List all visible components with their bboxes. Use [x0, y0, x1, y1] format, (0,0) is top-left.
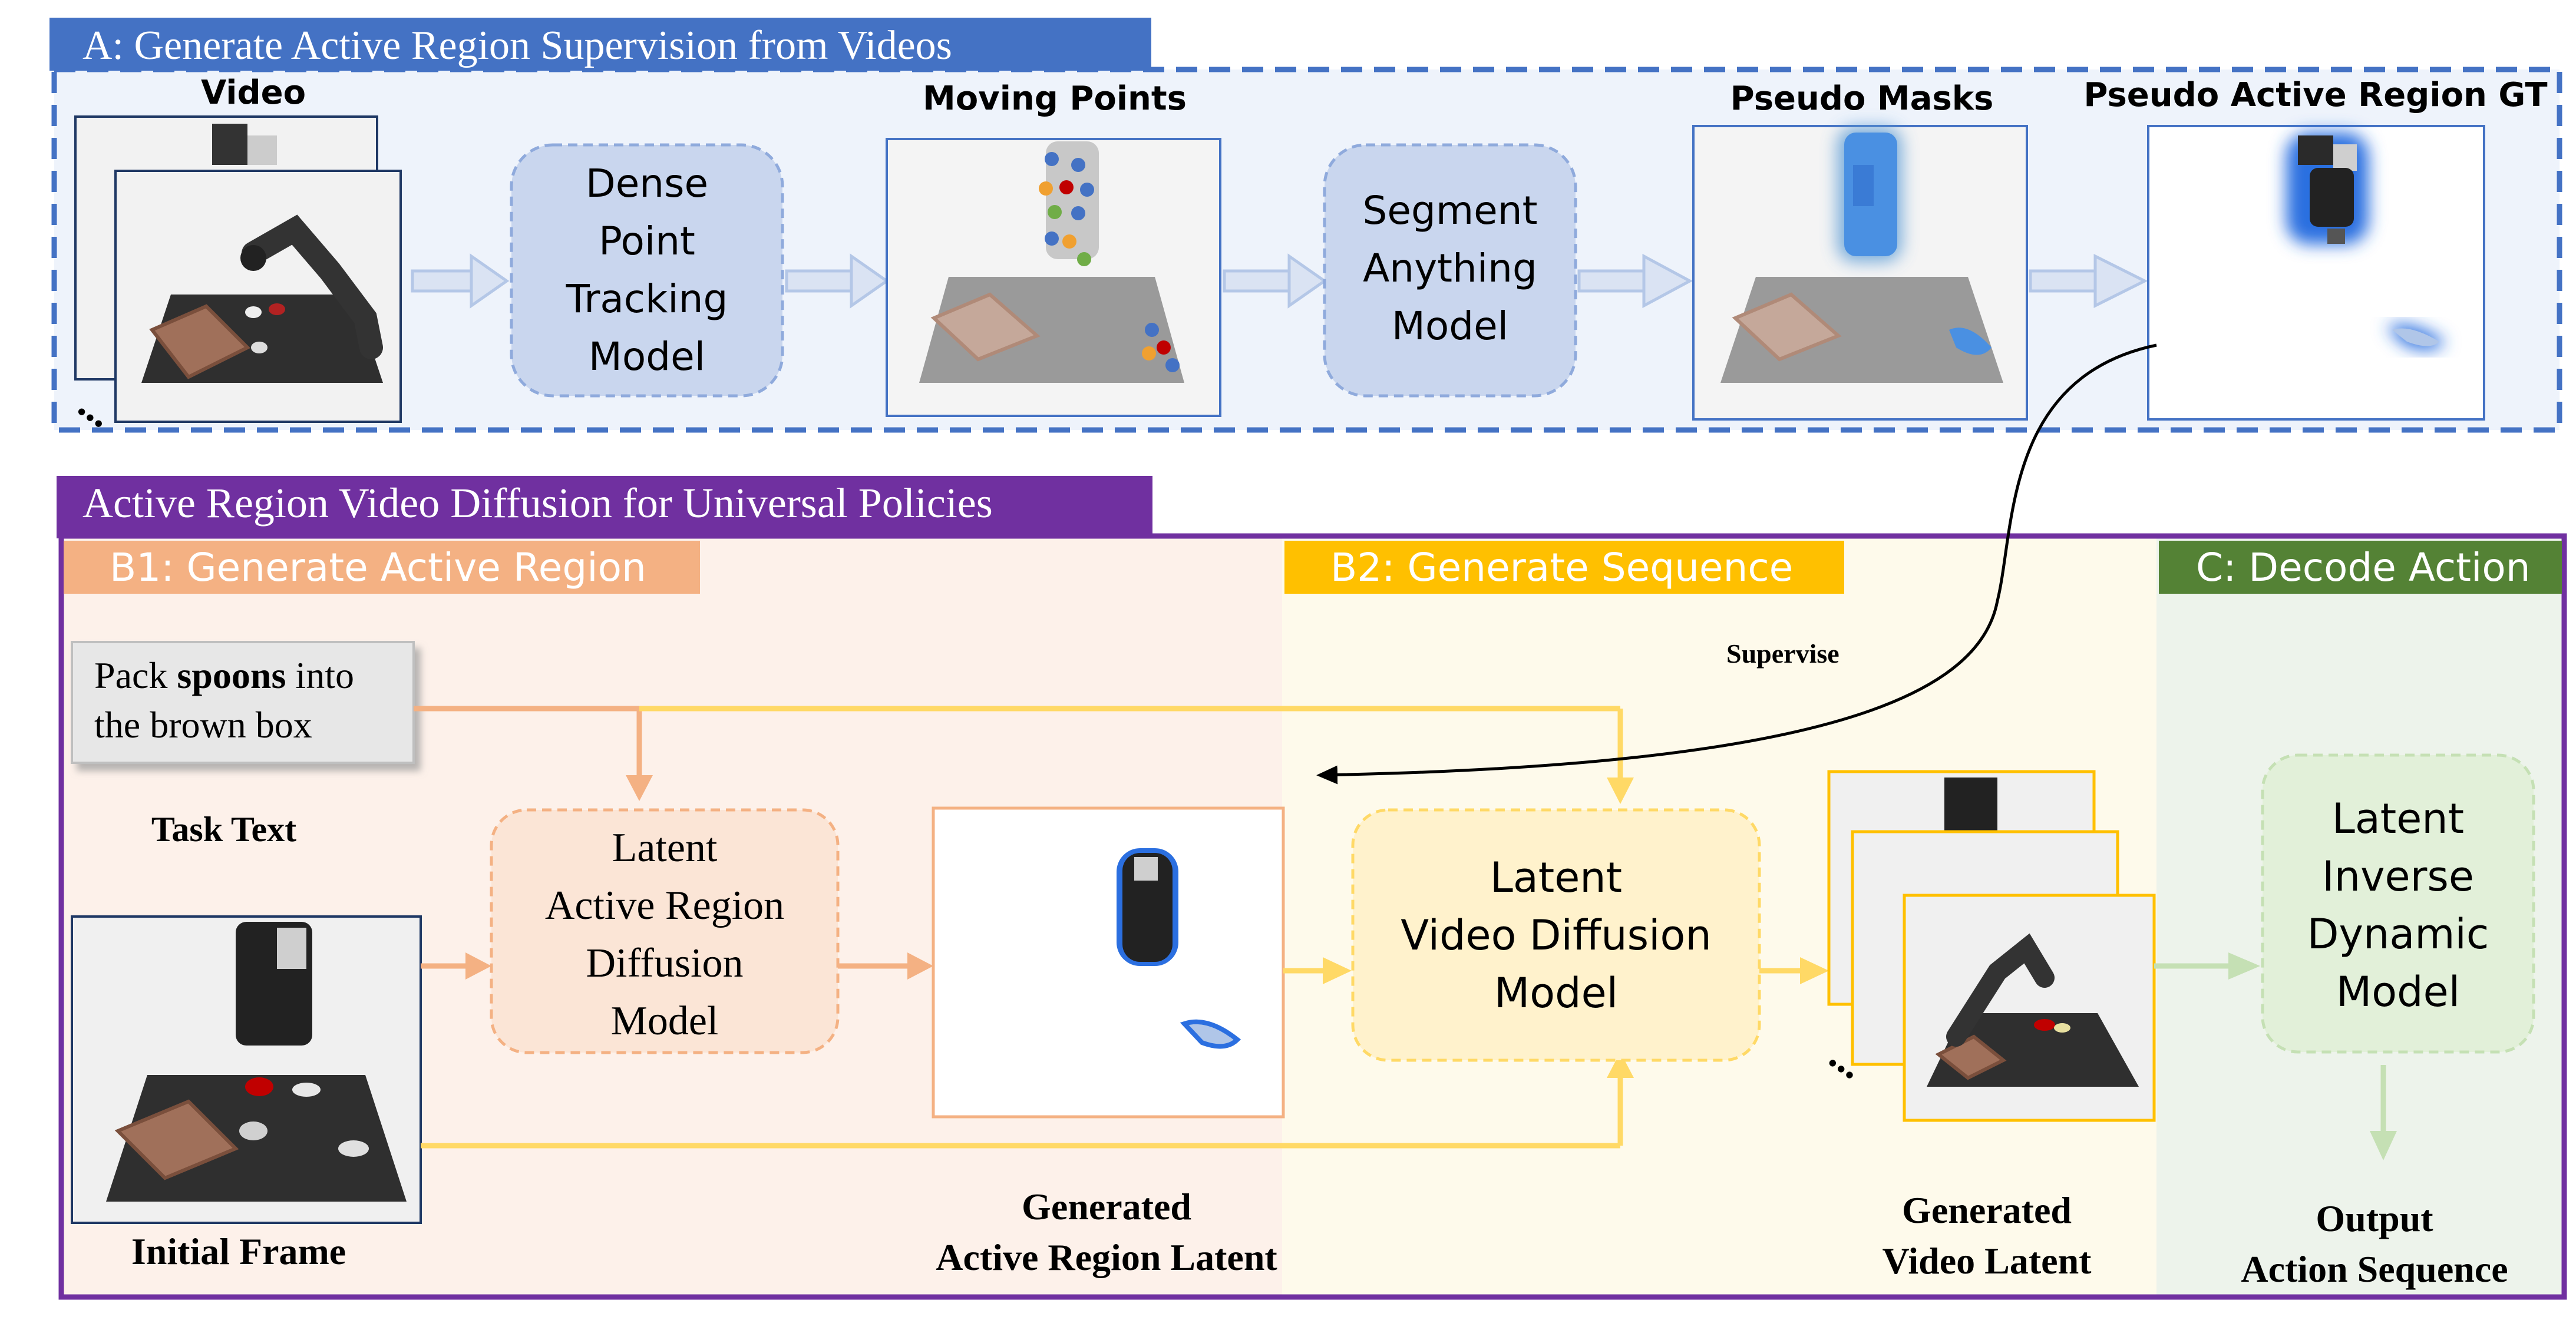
video-label: Video	[201, 74, 306, 112]
tracked-points	[1039, 152, 1180, 372]
gt-spoon	[2386, 324, 2445, 350]
arrow-task-to-video-head	[1607, 778, 1634, 804]
pseudo-masks-label: Pseudo Masks	[1730, 80, 1994, 118]
latent-ar-line-1: Latent	[612, 825, 718, 871]
generated-video-line-1: Generated	[1902, 1189, 2072, 1231]
dense-point-tracking-model	[510, 143, 784, 398]
latent-video-line-3: Model	[1494, 969, 1618, 1017]
supervise-curve	[1316, 343, 2157, 785]
inverse-line-1: Latent	[2332, 795, 2464, 843]
latent-video-line-1: Latent	[1490, 853, 1622, 902]
section-b1-header	[64, 541, 700, 594]
section-main-header	[57, 476, 1152, 538]
gt-robot	[2286, 133, 2369, 244]
task-text-label: Task Text	[151, 810, 296, 849]
output-line-2: Action Sequence	[2241, 1248, 2508, 1290]
sam-line-1: Segment	[1363, 188, 1538, 233]
generated-active-region-image	[932, 806, 1285, 1119]
generated-ar-spoon	[1180, 1019, 1241, 1049]
tracking-line-2: Point	[599, 219, 695, 264]
section-c-title: C: Decode Action	[2196, 545, 2531, 590]
latent-video-line-2: Video Diffusion	[1401, 911, 1711, 960]
section-b2-header	[1284, 541, 1844, 594]
section-main-border	[58, 533, 2567, 1300]
arrow-a5	[2029, 253, 2148, 309]
latent-video-diffusion-model	[1351, 808, 1761, 1062]
section-c: Latent Inverse Dynamic Model Output Acti…	[2154, 753, 2535, 1290]
inverse-line-3: Dynamic	[2307, 910, 2489, 958]
latent-active-region-diffusion-model	[490, 808, 840, 1054]
latent-ar-line-2: Active Region	[545, 883, 784, 928]
sam-line-3: Model	[1392, 303, 1508, 349]
mask-spoon	[1949, 327, 1992, 355]
video-robot-arm	[242, 214, 383, 359]
section-b2-title: B2: Generate Sequence	[1330, 545, 1793, 590]
section-b1: Pack spoons into the brown box Task Text…	[71, 641, 1634, 1278]
section-a-header	[49, 18, 1151, 71]
pseudo-masks-box	[1732, 292, 1842, 362]
mask-robot	[1837, 127, 1902, 262]
arrow-a3	[1223, 253, 1327, 309]
section-a: A: Generate Active Region Supervision fr…	[49, 18, 2562, 436]
initial-frame-label: Initial Frame	[131, 1230, 346, 1272]
latent-ar-line-4: Model	[611, 998, 719, 1044]
section-a-panel	[51, 67, 2562, 433]
generated-video-line-2: Video Latent	[1883, 1240, 2092, 1282]
task-text-line-2: the brown box	[94, 704, 312, 746]
video-box	[149, 304, 251, 379]
inverse-line-4: Model	[2336, 968, 2460, 1016]
inverse-line-2: Inverse	[2322, 852, 2474, 901]
sam-line-2: Anything	[1363, 246, 1537, 291]
supervise-label: Supervise	[1726, 639, 1839, 669]
initial-frame-box	[114, 1099, 239, 1180]
arrow-a1	[411, 253, 510, 309]
video-stack: ...	[71, 115, 402, 436]
generated-ar-line-2: Active Region Latent	[936, 1236, 1277, 1278]
arrow-task-to-ar-head	[626, 775, 653, 801]
moving-points-robot	[1046, 141, 1099, 259]
moving-points-label: Moving Points	[923, 80, 1187, 118]
section-b1-title: B1: Generate Active Region	[110, 545, 646, 590]
generated-ar-line-1: Generated	[1022, 1186, 1191, 1228]
latent-ar-line-3: Diffusion	[586, 941, 743, 986]
section-main-title: Active Region Video Diffusion for Univer…	[82, 479, 993, 527]
arrow-a2	[785, 253, 890, 309]
section-main: Active Region Video Diffusion for Univer…	[57, 476, 2567, 1300]
video-frame-back-robot	[212, 124, 277, 165]
moving-points-box	[930, 292, 1041, 362]
latent-inverse-dynamic-model	[2261, 753, 2535, 1054]
section-c-header	[2159, 541, 2562, 594]
tracking-line-1: Dense	[586, 161, 708, 206]
task-text-line-1: Pack spoons into	[94, 654, 354, 696]
generated-video-stack: ...	[1821, 770, 2156, 1122]
pseudo-gt-label: Pseudo Active Region GT	[2083, 76, 2547, 114]
tracking-line-3: Tracking	[566, 276, 728, 322]
section-a-title: A: Generate Active Region Supervision fr…	[82, 23, 952, 68]
segment-anything-model	[1323, 143, 1577, 398]
arrow-a4	[1577, 253, 1693, 309]
generated-ar-robot	[1117, 848, 1178, 966]
section-b2: Supervise Latent Video Diffusion Model .…	[1283, 343, 2157, 1282]
tracking-line-4: Model	[589, 334, 705, 379]
output-line-1: Output	[2316, 1197, 2433, 1239]
task-text-box	[71, 641, 415, 764]
